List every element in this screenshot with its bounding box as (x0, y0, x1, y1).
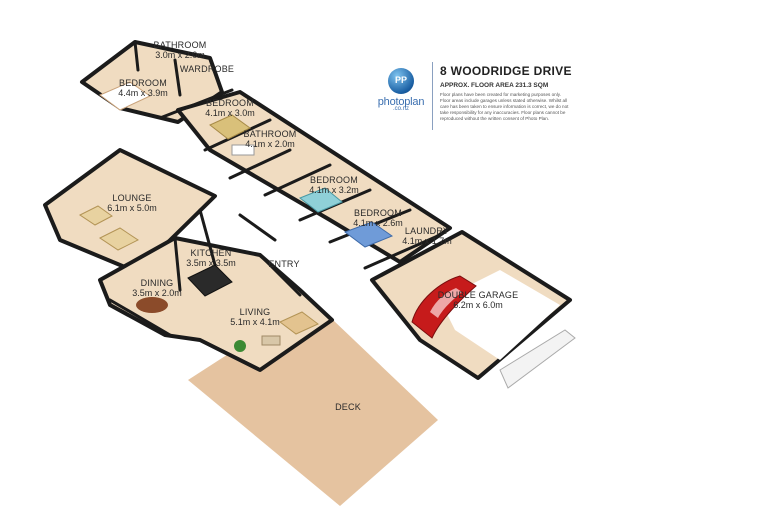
floor-area: APPROX. FLOOR AREA 231.3 SQM (440, 82, 549, 89)
room-label: LOUNGE (112, 193, 151, 203)
bathtub (231, 144, 255, 156)
room-label: BEDROOM (310, 175, 358, 185)
garage-door-ramp (499, 329, 576, 389)
room-label: DINING (141, 278, 174, 288)
plant (234, 340, 246, 352)
room-label: BATHROOM (154, 40, 207, 50)
furniture (79, 81, 477, 352)
room-size: 3.0m x 2.0m (155, 50, 205, 60)
living-sofa (279, 311, 319, 335)
room-size: 5.1m x 4.1m (230, 317, 280, 327)
garage-floor (440, 270, 560, 360)
property-address: 8 WOODRIDGE DRIVE (440, 64, 572, 78)
room-size: 3.5m x 3.5m (186, 258, 236, 268)
room-label: LIVING (240, 307, 271, 317)
dining-table (136, 297, 168, 313)
car (411, 275, 477, 339)
logo-text: photoplan (377, 96, 425, 108)
room-size: 6.1m x 5.0m (107, 203, 157, 213)
room-label: DOUBLE GARAGE (438, 290, 519, 300)
room-label: KITCHEN (191, 248, 232, 258)
room-size: 3.5m x 2.0m (132, 288, 182, 298)
logo-ball-icon: PP (388, 68, 414, 94)
room-size: 4.1m x 1.7m (402, 236, 452, 246)
room-label: WARDROBE (180, 64, 234, 74)
header-divider (432, 62, 433, 130)
room-size: 4.1m x 3.0m (205, 108, 255, 118)
photoplan-logo: PP photoplan .co.nz (372, 68, 430, 128)
bed-2 (209, 114, 251, 140)
bed-3 (299, 187, 343, 213)
room-size: 4.4m x 3.9m (118, 88, 168, 98)
lounge-sofa-2 (99, 227, 139, 251)
room-size: 4.1m x 2.6m (353, 218, 403, 228)
room-labels: BATHROOM 3.0m x 2.0m WARDROBE BEDROOM 4.… (107, 40, 518, 412)
room-label: BATHROOM (244, 129, 297, 139)
plan-info-block: PP photoplan .co.nz 8 WOODRIDGE DRIVE AP… (372, 62, 572, 132)
room-label: LAUNDRY (405, 226, 449, 236)
room-label: BEDROOM (206, 98, 254, 108)
room-label: BEDROOM (354, 208, 402, 218)
room-size: 4.1m x 3.2m (309, 185, 359, 195)
room-label: ENTRY (268, 259, 299, 269)
room-size: 6.2m x 6.0m (453, 300, 503, 310)
lounge-sofa (79, 205, 113, 226)
logo-subtext: .co.nz (392, 106, 409, 112)
disclaimer-text: Floor plans have been created for market… (440, 92, 569, 121)
room-label: BEDROOM (119, 78, 167, 88)
coffee-table (261, 335, 281, 346)
kitchen-island (187, 264, 233, 297)
bed-4 (343, 221, 394, 248)
room-size: 4.1m x 2.0m (245, 139, 295, 149)
master-bed (99, 81, 151, 111)
room-label: DECK (335, 402, 361, 412)
